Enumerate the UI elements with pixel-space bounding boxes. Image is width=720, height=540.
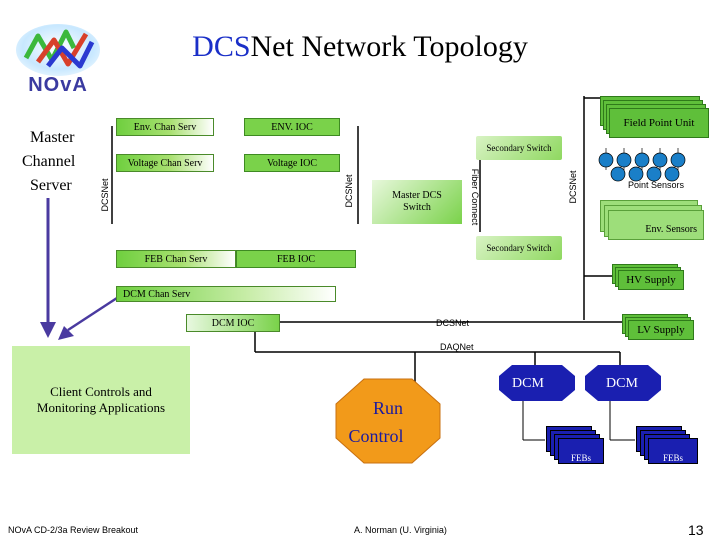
secondary-switch-top[interactable]: Secondary Switch bbox=[476, 136, 562, 160]
febs-left-label: FEBs bbox=[570, 453, 591, 463]
feb-chan-serv[interactable]: FEB Chan Serv bbox=[116, 250, 236, 268]
lv-supply-label: LV Supply bbox=[637, 324, 685, 336]
voltage-chan-serv[interactable]: Voltage Chan Serv bbox=[116, 154, 214, 172]
daqnet-label: DAQNet bbox=[440, 342, 474, 352]
dcsnet-left-label: DCSNet bbox=[100, 178, 110, 212]
field-point-unit-label: Field Point Unit bbox=[623, 117, 695, 129]
master-channel-server[interactable]: Master Channel Server bbox=[22, 126, 102, 202]
feb-ioc-label: FEB IOC bbox=[276, 253, 316, 265]
point-sensors-label: Point Sensors bbox=[628, 180, 685, 190]
env-sensors-label: Env. Sensors bbox=[645, 224, 697, 235]
feb-ioc[interactable]: FEB IOC bbox=[236, 250, 356, 268]
page-title: DCSNet Network Topology bbox=[0, 30, 720, 64]
secondary-switch-top-label: Secondary Switch bbox=[486, 143, 552, 153]
febs-left[interactable]: FEBs bbox=[546, 426, 606, 474]
dcm-chan-serv[interactable]: DCM Chan Serv bbox=[116, 286, 336, 302]
feb-chan-serv-label: FEB Chan Serv bbox=[144, 253, 208, 265]
secondary-switch-bottom[interactable]: Secondary Switch bbox=[476, 236, 562, 260]
run-control-label: Run Control bbox=[334, 394, 442, 450]
env-chan-serv-label: Env. Chan Serv bbox=[133, 121, 197, 133]
voltage-chan-serv-label: Voltage Chan Serv bbox=[127, 157, 203, 169]
dcm-ioc[interactable]: DCM IOC bbox=[186, 314, 280, 332]
point-sensors-cluster bbox=[598, 148, 686, 182]
master-dcs-switch-label: Master DCS Switch bbox=[392, 190, 442, 213]
footer-center: A. Norman (U. Virginia) bbox=[354, 525, 447, 535]
voltage-ioc[interactable]: Voltage IOC bbox=[244, 154, 340, 172]
env-chan-serv[interactable]: Env. Chan Serv bbox=[116, 118, 214, 136]
nova-logo: NOvA bbox=[8, 18, 108, 98]
dcm-right-label: DCM bbox=[606, 376, 638, 391]
dcm-left-shape[interactable] bbox=[498, 364, 576, 402]
dcm-chan-serv-label: DCM Chan Serv bbox=[123, 288, 191, 300]
master-channel-server-line1: Master bbox=[30, 129, 75, 146]
dcm-ioc-label: DCM IOC bbox=[211, 317, 255, 329]
nova-logo-icon bbox=[16, 24, 100, 76]
env-sensors[interactable]: Env. Sensors bbox=[600, 200, 710, 250]
master-channel-server-line2: Channel bbox=[22, 153, 76, 170]
hv-supply[interactable]: HV Supply bbox=[612, 264, 692, 294]
env-ioc-label: ENV. IOC bbox=[271, 121, 313, 133]
febs-right-label: FEBs bbox=[662, 453, 683, 463]
page-number: 13 bbox=[688, 522, 704, 538]
client-controls-label: Client Controls and Monitoring Applicati… bbox=[36, 384, 166, 415]
lv-supply[interactable]: LV Supply bbox=[622, 314, 702, 344]
nova-logo-text: NOvA bbox=[28, 74, 88, 96]
page-title-rest: Net Network Topology bbox=[250, 30, 528, 63]
dcm-left-label: DCM bbox=[512, 376, 544, 391]
dcm-right-shape[interactable] bbox=[584, 364, 662, 402]
footer-left: NOvA CD-2/3a Review Breakout bbox=[8, 525, 139, 535]
run-control-line2: Control bbox=[348, 426, 404, 446]
febs-right[interactable]: FEBs bbox=[636, 426, 706, 474]
field-point-unit[interactable]: Field Point Unit bbox=[600, 96, 710, 146]
secondary-switch-bottom-label: Secondary Switch bbox=[486, 243, 552, 253]
dcsnet-right-label: DCSNet bbox=[568, 170, 578, 204]
title-rule bbox=[130, 73, 685, 80]
master-dcs-switch[interactable]: Master DCS Switch bbox=[372, 180, 462, 224]
voltage-ioc-label: Voltage IOC bbox=[266, 157, 318, 169]
hv-supply-label: HV Supply bbox=[626, 274, 676, 286]
fiber-connect-label: Fiber Connect bbox=[470, 168, 480, 226]
page-title-accent: DCS bbox=[192, 30, 251, 63]
client-controls-panel[interactable]: Client Controls and Monitoring Applicati… bbox=[12, 346, 190, 454]
master-channel-server-line3: Server bbox=[30, 177, 72, 194]
dcsnet-horizontal-label: DCSNet bbox=[436, 318, 470, 328]
env-ioc[interactable]: ENV. IOC bbox=[244, 118, 340, 136]
dcsnet-mid-label: DCSNet bbox=[344, 174, 354, 208]
run-control-octagon[interactable] bbox=[334, 378, 442, 464]
run-control-line1: Run bbox=[372, 398, 403, 418]
